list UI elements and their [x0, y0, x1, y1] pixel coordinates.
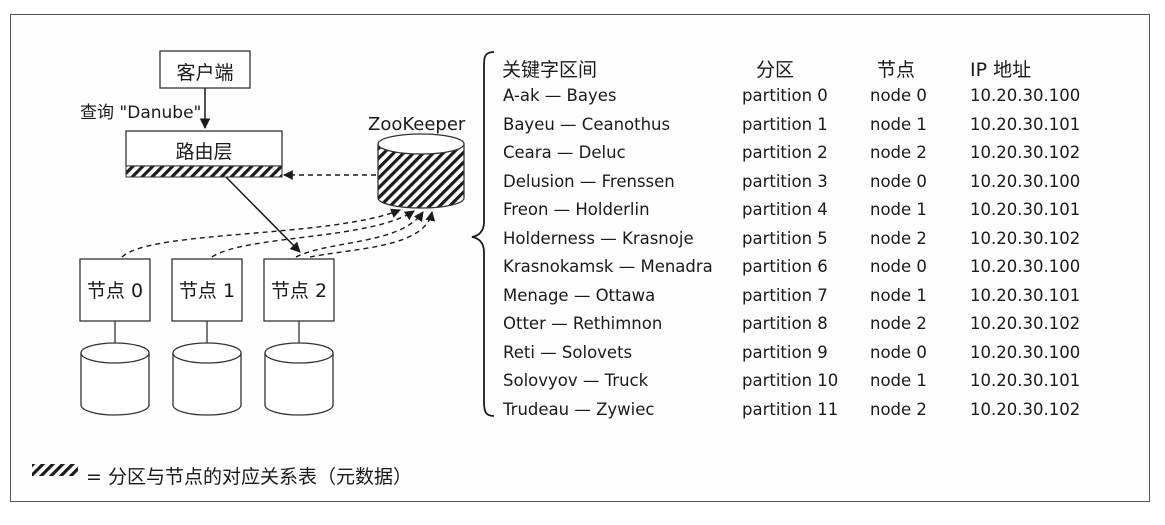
table-cell-range: Menage — Ottawa: [503, 285, 656, 305]
table-cell-ip: 10.20.30.100: [970, 171, 1081, 191]
header-ip: IP 地址: [970, 59, 1032, 81]
table-cell-range: Freon — Holderlin: [503, 200, 650, 219]
table-cell-range: Bayeu — Ceanothus: [503, 114, 671, 134]
node-2-disk: [264, 342, 334, 416]
node2-b-to-zookeeper-arrow: [309, 211, 436, 258]
table-cell-partition: partition 9: [742, 342, 828, 362]
node-1-disk: [172, 342, 242, 416]
table-cell-range: Trudeau — Zywiec: [503, 399, 655, 419]
table-cell-ip: 10.20.30.102: [970, 143, 1081, 162]
table-cell-range: Solovyov — Truck: [503, 371, 649, 390]
table-cell-node: node 1: [870, 285, 927, 305]
table-cell-partition: partition 1: [742, 114, 828, 134]
table-cell-partition: partition 0: [742, 86, 828, 105]
table-cell-node: node 0: [870, 171, 927, 191]
zookeeper-cylinder: [377, 133, 465, 209]
node0-to-zookeeper-arrow: [121, 208, 401, 258]
header-key-range: 关键字区间: [502, 59, 598, 81]
node-0-box: [79, 258, 151, 322]
header-partition: 分区: [756, 59, 795, 81]
header-node: 节点: [877, 59, 916, 81]
table-cell-ip: 10.20.30.101: [970, 371, 1081, 390]
legend-hatch-swatch: [32, 464, 78, 476]
table-cell-ip: 10.20.30.100: [970, 257, 1081, 276]
legend-label: = 分区与节点的对应关系表（元数据）: [86, 466, 412, 488]
table-cell-range: Krasnokamsk — Menadra: [503, 257, 713, 276]
node1-to-zookeeper-arrow: [211, 210, 415, 258]
table-cell-range: Ceara — Deluc: [503, 143, 626, 162]
node-0-disk: [80, 342, 150, 416]
node-2-box: [263, 258, 335, 322]
table-cell-partition: partition 10: [742, 371, 839, 390]
table-cell-partition: partition 8: [742, 314, 828, 333]
table-cell-partition: partition 3: [742, 171, 828, 191]
table-cell-range: Holderness — Krasnoje: [503, 228, 694, 248]
table-cell-partition: partition 11: [742, 399, 839, 419]
table-cell-node: node 0: [870, 342, 927, 362]
table-cell-node: node 2: [870, 228, 927, 248]
table-cell-range: A-ak — Bayes: [503, 86, 617, 105]
table-cell-ip: 10.20.30.100: [970, 86, 1081, 105]
table-cell-node: node 0: [870, 257, 927, 276]
table-cell-node: node 0: [870, 86, 927, 105]
route-arrow: [225, 176, 301, 253]
client-box: [159, 50, 251, 89]
table-cell-node: node 2: [870, 314, 927, 333]
table-cell-partition: partition 4: [742, 200, 828, 219]
table-cell-ip: 10.20.30.101: [970, 200, 1081, 219]
table-cell-ip: 10.20.30.102: [970, 228, 1081, 248]
query-label: 查询 "Danube": [80, 103, 202, 123]
node-2-label: 节点 2: [270, 280, 328, 302]
node2-a-to-zookeeper-arrow: [295, 211, 424, 258]
table-cell-ip: 10.20.30.101: [970, 114, 1081, 134]
table-cell-ip: 10.20.30.102: [970, 399, 1081, 419]
table-cell-partition: partition 7: [742, 285, 828, 305]
router-label: 路由层: [175, 141, 233, 163]
router-metadata-hatch: [125, 165, 283, 178]
table-cell-node: node 2: [870, 143, 927, 162]
table-cell-partition: partition 5: [742, 228, 828, 248]
table-cell-range: Delusion — Frenssen: [503, 171, 675, 191]
table-cell-node: node 1: [870, 114, 927, 134]
table-cell-node: node 1: [870, 371, 927, 390]
table-cell-partition: partition 2: [742, 143, 828, 162]
node-1-box: [171, 258, 243, 322]
table-cell-node: node 2: [870, 399, 927, 419]
table-cell-partition: partition 6: [742, 257, 828, 276]
node-0-label: 节点 0: [86, 280, 144, 302]
table-cell-range: Reti — Solovets: [503, 342, 633, 362]
table-cell-ip: 10.20.30.101: [970, 285, 1081, 305]
table-cell-ip: 10.20.30.102: [970, 314, 1081, 333]
table-cell-range: Otter — Rethimnon: [503, 314, 663, 333]
table-cell-node: node 1: [870, 200, 927, 219]
table-cell-ip: 10.20.30.100: [970, 342, 1081, 362]
client-label: 客户端: [176, 62, 234, 84]
node-1-label: 节点 1: [178, 280, 236, 302]
table-brace: [471, 51, 495, 417]
figure-frame: [10, 14, 1150, 502]
zookeeper-label: ZooKeeper: [368, 114, 466, 135]
